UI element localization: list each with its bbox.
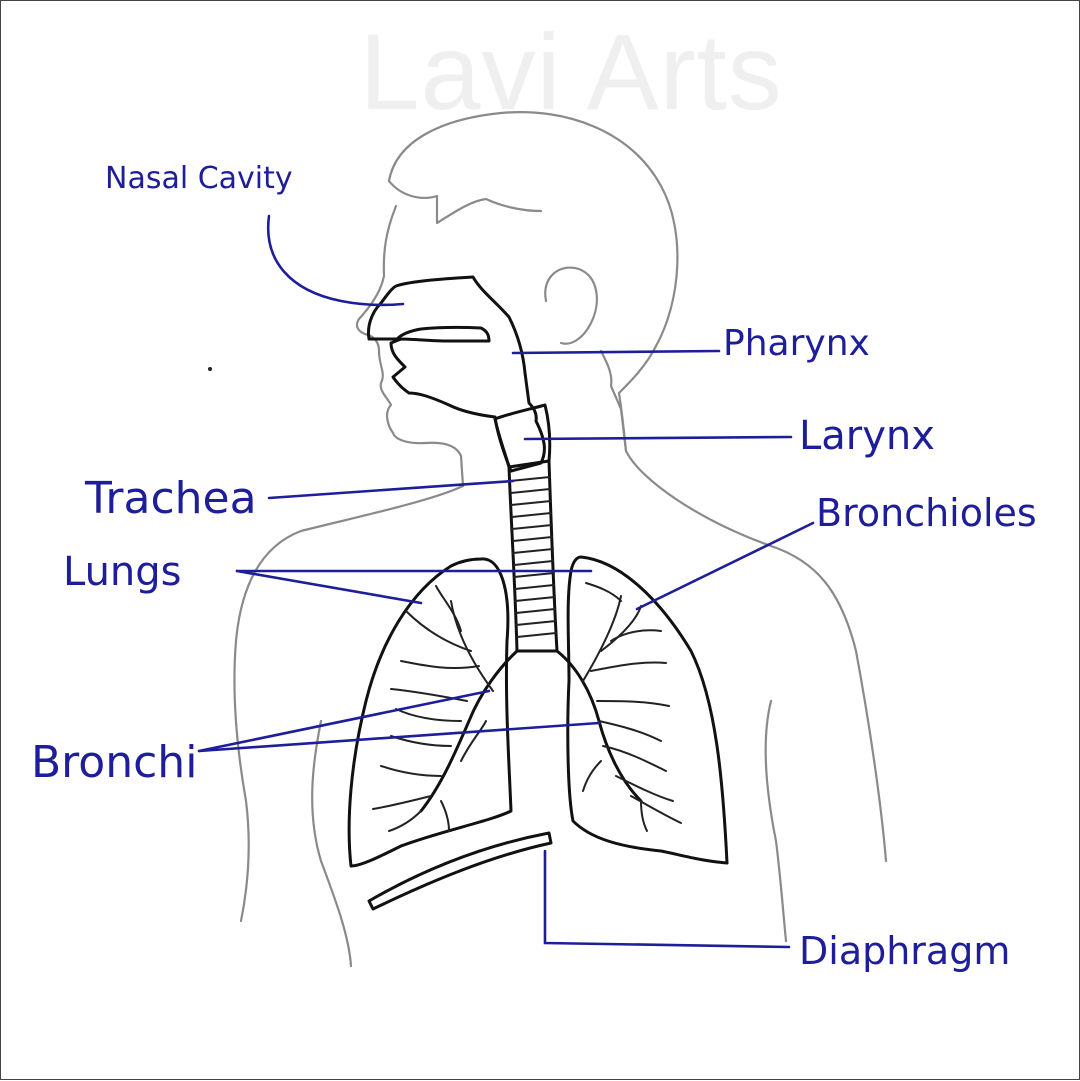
shoulder-left (233, 484, 465, 923)
right-bronchioles (582, 582, 682, 832)
leader-bronchi-right (197, 721, 601, 753)
trachea (507, 459, 559, 653)
label-pharynx: Pharynx (723, 323, 870, 364)
lungs (347, 555, 729, 911)
leader-bronchioles (635, 521, 815, 611)
right-lung (566, 555, 729, 865)
diaphragm-shape (367, 831, 553, 911)
trachea-outline (507, 459, 559, 653)
body-silhouette (233, 111, 888, 968)
neck-back (599, 349, 888, 863)
label-nasal-cavity: Nasal Cavity (105, 161, 293, 196)
leader-lungs-left (235, 569, 423, 605)
torso-left (311, 719, 353, 968)
left-bronchioles (372, 585, 494, 832)
label-lungs: Lungs (63, 549, 182, 595)
leader-lines (197, 214, 815, 949)
larynx-shape (493, 403, 552, 469)
left-lung (347, 557, 513, 868)
trachea-rings (509, 476, 557, 638)
watermark: Lavi Arts (359, 11, 783, 132)
leader-diaphragm (543, 849, 791, 949)
leader-larynx (523, 435, 793, 441)
leader-pharynx (511, 349, 721, 355)
label-bronchi: Bronchi (31, 737, 198, 788)
label-larynx: Larynx (799, 413, 935, 459)
upper-airway (367, 275, 552, 473)
leader-bronchi-left (197, 689, 491, 753)
stray-dot (208, 367, 212, 371)
bronchi (419, 649, 643, 813)
nasal-cavity-shape (367, 275, 546, 473)
bronchial-tree (372, 582, 682, 832)
label-diaphragm: Diaphragm (799, 929, 1011, 973)
face-profile (355, 204, 465, 488)
leader-nasal-cavity (266, 214, 405, 307)
label-bronchioles: Bronchioles (816, 491, 1037, 535)
hair-line (387, 179, 543, 225)
leader-trachea (267, 479, 515, 500)
label-trachea: Trachea (85, 473, 257, 524)
torso-right (764, 699, 788, 943)
head-outline (387, 111, 679, 453)
ear-outline (544, 266, 598, 345)
